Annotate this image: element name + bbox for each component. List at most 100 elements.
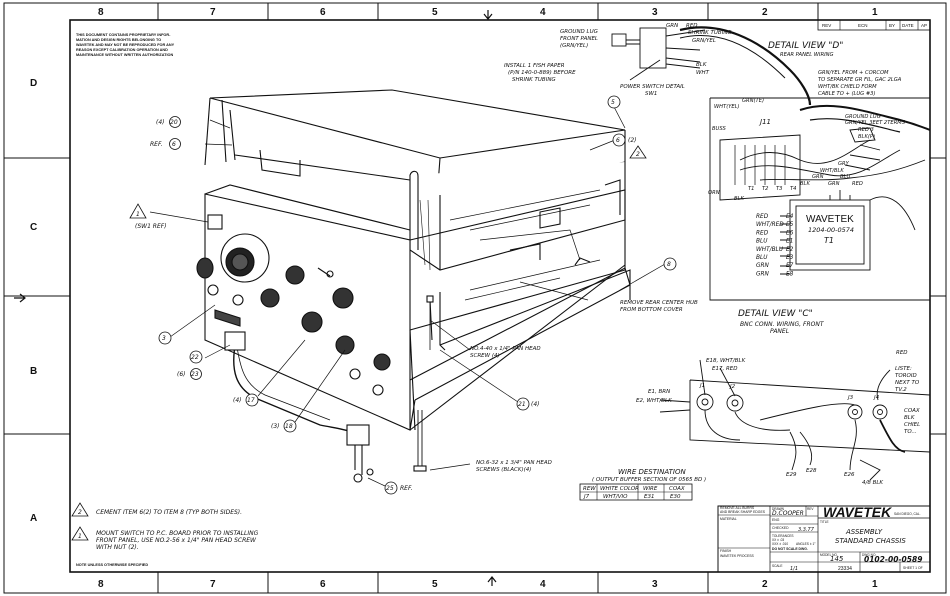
bnc-j4: J4	[873, 395, 880, 401]
power-switch-sw1: SW1	[645, 91, 657, 97]
ref-label-2: REF.	[400, 485, 413, 492]
balloon-3-num: 3	[162, 335, 166, 342]
wire-dest-subtitle: ( OUTPUT BUFFER SECTION OF 0565 BD )	[592, 477, 706, 483]
t3-lead: T3	[776, 186, 782, 192]
wire-dest-title: WIRE DESTINATION	[618, 468, 686, 476]
shrink-tubing-label: SHRINK TUBING	[688, 30, 732, 36]
wd-head-coax: COAX	[669, 486, 685, 492]
balloon-17	[245, 393, 259, 407]
wd-head-rew: REW	[583, 486, 596, 492]
grn-te-label: GRN(TE)	[742, 98, 764, 104]
wire-blk: BLK	[800, 181, 810, 187]
detail-d-title: DETAIL VIEW "D"	[768, 41, 843, 51]
tb-dwg-number: 0102-00-0589	[864, 555, 922, 564]
transformer-lead-color: WHT/BLU	[756, 247, 784, 253]
zone-col-2: 2	[762, 7, 768, 18]
transformer-brand: WAVETEK	[806, 214, 854, 225]
power-switch-detail-title: POWER SWITCH DETAIL	[620, 84, 685, 90]
transformer-lead-color: RED	[756, 230, 769, 236]
transformer-lead-pin: E7	[786, 263, 794, 269]
balloon-21-num: 21	[518, 401, 526, 408]
tb-model-label: MODEL NO.	[820, 553, 838, 557]
bnc-e17: E17, RED	[712, 366, 738, 372]
tb-brand: WAVETEK	[823, 504, 892, 520]
tb-code: 23334	[838, 566, 852, 572]
fish-paper-note-1: INSTALL 1 FISH PAPER	[504, 63, 565, 69]
tb-remove-2: AND BREAK SHARP EDGES	[720, 510, 766, 514]
wht-label: WHT	[696, 70, 710, 76]
tb-tol-1: XX ± .03	[772, 538, 784, 542]
zone-col-8: 8	[98, 7, 104, 18]
rev-col-date: DATE	[902, 23, 914, 28]
wire-blu: BLU	[840, 174, 850, 180]
ground-lug-label-1: GROUND LUG	[560, 29, 598, 35]
wht-yel-label: WHT(YEL)	[714, 104, 740, 110]
blk-label: BLK	[696, 62, 707, 68]
tb-date: 3.3.77	[798, 527, 815, 533]
transformer-lead-color: GRN	[756, 271, 770, 277]
flag-2-num: 2	[636, 151, 640, 158]
note-2-num: 2	[78, 509, 82, 516]
note-1-text-3: WITH NUT (2).	[96, 544, 139, 551]
flag-1-num: 1	[136, 211, 140, 218]
note-2-flag	[71, 502, 89, 517]
screw14-note-1: NO.6-32 x 1 3/4" PAN HEAD	[476, 460, 552, 466]
zone-col-4: 4	[540, 7, 546, 18]
balloon-23-num: 23	[191, 371, 199, 378]
sw1-ref-label: (SW1 REF)	[135, 223, 167, 230]
j11-label: J11	[758, 118, 771, 126]
remove-rear-note-1: REMOVE REAR CENTER HUB	[620, 300, 698, 306]
notice-line-3: WAVETEK AND MAY NOT BE REPRODUCED FOR AN…	[76, 43, 175, 47]
transformer-lead-color: BLU	[756, 255, 768, 261]
top-cover	[209, 89, 626, 159]
transformer-name: T1	[824, 236, 834, 245]
balloon-20-num: 20	[170, 119, 178, 126]
power-switch-detail	[611, 26, 812, 106]
detail-c-sub-1: BNC CONN. WIRING, FRONT	[740, 321, 825, 328]
bnc-e28: E28	[806, 468, 817, 474]
buss-label: BUSS	[712, 126, 726, 132]
wire-wht-blk: WHT/BLK	[820, 168, 844, 174]
proprietary-notice: THIS DOCUMENT CONTAINS PROPRIETARY INFOR…	[76, 33, 175, 57]
fish-paper-note-3: SHRINK TUBING	[512, 77, 556, 83]
bnc-note-1: LISTE:	[895, 366, 912, 372]
flag-triangle-2	[629, 145, 647, 159]
notice-line-5: MAINTENANCE WITHOUT WRITTEN AUTHORIZATIO…	[76, 53, 173, 57]
tb-sheet: SHEET 1 OF	[903, 566, 923, 570]
balloon-18	[283, 419, 297, 433]
tb-no-scale: DO NOT SCALE DWG.	[772, 547, 808, 551]
note-1-text-1: MOUNT SWITCH TO P.C. BOARD PRIOR TO INST…	[96, 530, 259, 537]
zone-col-6: 6	[320, 7, 326, 18]
wd-head-wire: WIRE	[643, 486, 658, 492]
zone-col-3: 3	[652, 7, 658, 18]
zone-row-a: A	[30, 513, 37, 524]
orn-label: ORN	[708, 190, 720, 196]
remove-rear-note-2: FROM BOTTOM COVER	[620, 307, 683, 313]
transformer-t1	[789, 199, 871, 271]
tb-scale: 1/1	[790, 566, 798, 572]
transformer-lead-pin: E3	[786, 255, 794, 261]
tb-material: MATERIAL	[720, 517, 737, 521]
revision-block: REV ECN BY DATE AP	[817, 19, 931, 31]
notice-line-2: MATION AND DESIGN RIGHTS BELONGING TO	[76, 38, 161, 42]
bnc-edge-4: TO...	[904, 429, 917, 435]
tb-drawn-by: D.COOPER	[772, 510, 804, 517]
t4-lead: T4	[790, 186, 796, 192]
zone-col-bottom-7: 7	[210, 579, 216, 590]
wire-destination-table: WIRE DESTINATION ( OUTPUT BUFFER SECTION…	[579, 468, 706, 501]
rev-col-ecn: ECN	[858, 23, 868, 28]
notice-line-1: THIS DOCUMENT CONTAINS PROPRIETARY INFOR…	[76, 33, 171, 37]
wd-cell-wire: E31	[644, 494, 654, 500]
zone-col-bottom-5: 5	[432, 579, 438, 590]
rear-panel-detail	[709, 97, 931, 301]
detail-c-title: DETAIL VIEW "C"	[738, 309, 813, 319]
bnc-j2: J2	[729, 384, 736, 390]
red3-label: RED 3	[858, 127, 874, 133]
transformer-lead-pin: E2	[786, 247, 794, 253]
detail-c-sub-2: PANEL	[770, 328, 789, 335]
zone-col-bottom-1: 1	[872, 579, 878, 590]
balloon-21	[516, 397, 530, 411]
tb-checked: CHECKED	[772, 526, 789, 530]
balloon-6-num: 6	[616, 137, 620, 144]
t2-lead: T2	[762, 186, 768, 192]
